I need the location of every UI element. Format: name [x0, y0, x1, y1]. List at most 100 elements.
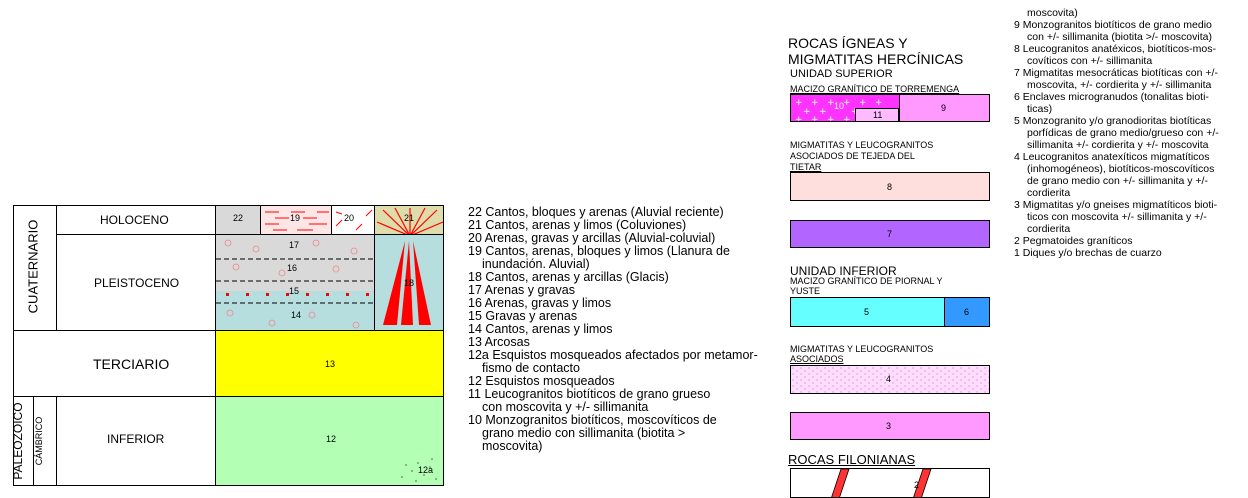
unit-8-box	[790, 172, 990, 201]
svg-text:+: +	[875, 98, 883, 108]
era-paleozoico-label: PALEOZOICO	[11, 402, 25, 480]
svg-text:+: +	[795, 98, 803, 108]
svg-text:+: +	[843, 115, 851, 122]
legend-item: moscovita)	[482, 439, 543, 453]
unit-18	[374, 234, 444, 331]
right-legend-item: 1 Diques y/o brechas de cuarzo	[1014, 247, 1162, 259]
right-legend-item: 3 Migmatitas y/o gneises migmatíticos bi…	[1014, 199, 1218, 211]
migm-tejeda-line-2: ASOCIADOS DE TEJEDA DEL	[790, 151, 915, 161]
right-legend-item: sillimanita +/- cordierita y +/- moscovi…	[1027, 139, 1209, 151]
legend-item: 19 Cantos, arenas, bloques y limos (Llan…	[468, 244, 730, 258]
legend-item: 11 Leucogranitos biotíticos de grano gru…	[468, 387, 711, 401]
right-legend-item: moscovita)	[1027, 7, 1078, 19]
legend-item: 17 Arenas y gravas	[468, 283, 576, 297]
legend-item: 22 Cantos, bloques y arenas (Aluvial rec…	[468, 205, 724, 219]
period-cambrico-label: CÁMBRICO	[34, 416, 44, 466]
unit-8-label: 8	[887, 182, 893, 192]
unit-4-box	[790, 365, 990, 394]
inferior-label: INFERIOR	[107, 432, 165, 446]
unit-18-label: 18	[404, 278, 415, 288]
igneous-heading-1: ROCAS ÍGNEAS Y	[788, 35, 908, 51]
unit-12a-pattern	[401, 458, 437, 482]
svg-text:+: +	[851, 107, 859, 117]
right-legend-item: 2 Pegmatoides graníticos	[1014, 235, 1133, 247]
legend-item: 10 Monzogranitos biotíticos, moscovítico…	[468, 413, 717, 427]
legend-item: 13 Arcosas	[468, 335, 530, 349]
unit-2-label: 2	[914, 480, 920, 490]
right-legend-item: ticas)	[1027, 103, 1053, 115]
migm-tejeda-line-1: MIGMATITAS Y LEUCOGRANITOS	[790, 140, 934, 150]
svg-text:+: +	[819, 107, 827, 117]
svg-text:+: +	[827, 98, 835, 108]
right-legend-item: 8 Leucogranitos anatéxicos, biotíticos-m…	[1014, 43, 1216, 55]
unit-9-box	[899, 94, 990, 122]
igneous-heading-2: MIGMATITAS HERCÍNICAS	[788, 51, 964, 67]
right-legend-item: cordierita	[1027, 223, 1071, 235]
unit-11-box	[855, 108, 899, 122]
svg-text:+: +	[811, 115, 819, 122]
pleistoceno-units	[215, 234, 375, 331]
right-legend-item: con +/- sillimanita (biotita >/- moscovi…	[1027, 31, 1212, 43]
unit-4-label: 4	[886, 374, 892, 384]
right-legend-item: (inhomogéneos), biotíticos-moscovíticos	[1027, 163, 1215, 175]
unit-22	[215, 205, 261, 235]
unit-17-label: 17	[289, 240, 300, 250]
unit-19-label: 19	[290, 213, 301, 223]
legend-item: 20 Arenas, gravas y arcillas (Aluvial-co…	[468, 231, 716, 245]
legend-item: 18 Cantos, arenas y arcillas (Glacis)	[468, 270, 669, 284]
right-legend-item: 9 Monzogranitos biotíticos de grano medi…	[1014, 19, 1212, 31]
migm-asoc-line-1: MIGMATITAS Y LEUCOGRANITOS	[790, 344, 934, 354]
unit-22-label: 22	[233, 213, 244, 223]
macizo-torremenga-label: MACIZO GRANÍTICO DE TORREMENGA	[790, 84, 960, 94]
legend-item: 12 Esquistos mosqueados	[468, 374, 615, 388]
unit-18-pattern	[383, 241, 431, 325]
right-legend-item: porfídicas de grano medio/grueso con +/-	[1027, 127, 1219, 139]
era-divider	[33, 396, 34, 486]
legend-item: 16 Arenas, gravas y limos	[468, 296, 612, 310]
right-legend-item: de grano medio con +/- sillimanita y +/-	[1027, 175, 1208, 187]
right-legend-item: ticos con moscovita +/- sillimanita y +/…	[1027, 211, 1207, 223]
unit-5-box	[790, 297, 945, 327]
svg-text:+: +	[803, 107, 811, 117]
right-legend-item: cordierita	[1027, 187, 1071, 199]
unit-3-label: 3	[886, 421, 892, 431]
svg-text:+: +	[811, 98, 819, 108]
unit-9-label: 9	[941, 103, 947, 113]
pleistoceno-label: PLEISTOCENO	[94, 276, 180, 290]
unit-19-pattern	[265, 211, 329, 231]
legend-item: fismo de contacto	[482, 361, 580, 375]
unit-21-label: 21	[404, 213, 415, 223]
unit-11-label: 11	[873, 110, 883, 120]
legend-item: 21 Cantos, arenas y limos (Coluviones)	[468, 218, 687, 232]
unit-21-pattern	[376, 207, 443, 234]
unit-12-label: 12	[326, 434, 337, 444]
unit-13-label: 13	[325, 359, 336, 369]
right-legend-list: moscovita)9 Monzogranitos biotíticos de …	[1014, 7, 1246, 259]
svg-text:+: +	[827, 115, 835, 122]
unit-2-pattern	[831, 469, 932, 497]
unit-7-box	[790, 220, 990, 248]
legend-item: 12a Esquistos mosqueados afectados por m…	[468, 348, 758, 362]
unit-20-pattern	[335, 209, 373, 231]
holoceno-label: HOLOCENO	[100, 213, 169, 227]
right-legend-item: 5 Monzogranito y/o granodioritas biotíti…	[1014, 115, 1212, 127]
legend-item: 15 Gravas y arenas	[468, 309, 578, 323]
legend-item: grano medio con sillimanita (biotita >	[482, 426, 686, 440]
era-cuaternario-label: CUATERNARIO	[25, 219, 41, 314]
unit-2-box	[790, 468, 990, 498]
filonianas-heading: ROCAS FILONIANAS	[788, 452, 916, 467]
migm-asoc-line-2: ASOCIADOS	[790, 354, 844, 364]
legend-item: con moscovita y +/- sillimanita	[482, 400, 649, 414]
svg-text:+: +	[859, 98, 867, 108]
legend-item: 14 Cantos, arenas y limos	[468, 322, 613, 336]
right-legend-item: covíticos con +/- sillimanita	[1027, 55, 1153, 67]
unit-3-box	[790, 412, 990, 440]
unit-5-label: 5	[864, 307, 870, 317]
unit-12a-label: 12a	[418, 465, 434, 475]
unit-15-label: 15	[289, 286, 300, 296]
macizo-piornal-line-2: YUSTE	[790, 286, 821, 296]
terciario-label: TERCIARIO	[93, 356, 170, 372]
unit-16-label: 16	[287, 263, 298, 273]
unit-14-label: 14	[291, 310, 302, 320]
svg-text:+: +	[795, 115, 803, 122]
